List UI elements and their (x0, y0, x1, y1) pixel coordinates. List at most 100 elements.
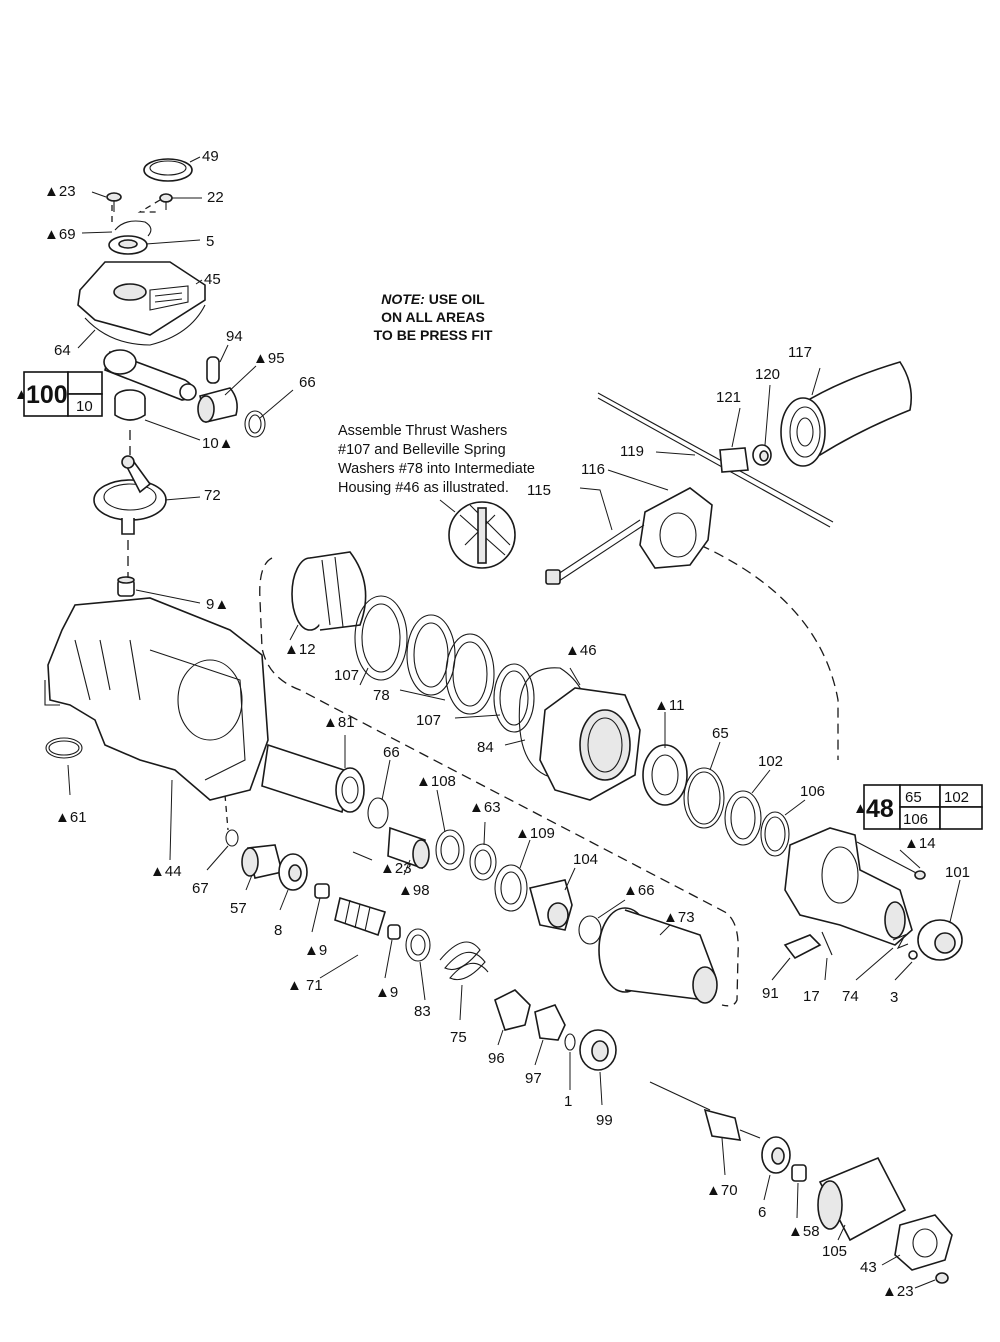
assembly-note-line1: Assemble Thrust Washers (338, 423, 508, 439)
part-104-ram (529, 879, 573, 931)
part-115-bolt (545, 519, 645, 585)
part-107-washer-b (493, 663, 535, 733)
callout-109: ▲109 (515, 825, 555, 842)
part-117-handle (780, 361, 913, 467)
part-23-screw-top (106, 192, 122, 212)
part-64-gasket (84, 304, 206, 346)
part-6-bearing (761, 1136, 791, 1174)
part-119-depth-rod (597, 392, 834, 528)
callout-107a: 107 (334, 667, 359, 684)
part-73-spindle-gear (598, 907, 718, 1004)
leader-lines (67, 156, 961, 1289)
part-70-armature (649, 1081, 761, 1141)
callout-97: 97 (525, 1070, 542, 1087)
part-8-bearing (278, 853, 308, 891)
part-116-clamp (639, 487, 713, 569)
callout-17: 17 (803, 988, 820, 1005)
part-9-bearing-mid (314, 883, 330, 899)
callout-23a: ▲23 (44, 183, 76, 200)
part-61-o-ring (45, 737, 83, 759)
callout-70: ▲70 (706, 1182, 738, 1199)
callout-5: 5 (206, 233, 214, 250)
callout-45: 45 (204, 271, 221, 288)
callout-66b: 66 (383, 744, 400, 761)
part-10-needle-bearing (114, 389, 146, 421)
callout-64: 64 (54, 342, 71, 359)
callout-57: 57 (230, 900, 247, 917)
part-46-intermediate-housing (539, 687, 641, 801)
kit-box-48: ▲ 48 65 102 106 (853, 784, 983, 830)
callout-81: ▲81 (323, 714, 355, 731)
callout-46: ▲46 (565, 642, 597, 659)
callout-43: 43 (860, 1259, 877, 1276)
part-95-piston (197, 387, 238, 423)
callout-14: ▲14 (904, 835, 936, 852)
part-78-spring-washers (406, 614, 495, 715)
kit-48-cell-65: 65 (905, 789, 922, 806)
callout-84: 84 (477, 739, 494, 756)
callout-94: 94 (226, 328, 243, 345)
callout-108: ▲108 (416, 773, 456, 790)
part-9-bearing-low (387, 924, 401, 940)
callout-98: ▲98 (398, 882, 430, 899)
callout-107b: 107 (416, 712, 441, 729)
part-66-o-ring-low (578, 915, 602, 945)
oil-note-line2: ON ALL AREAS (381, 309, 485, 325)
callout-69: ▲69 (44, 226, 76, 243)
assembly-note: Assemble Thrust Washers #107 and Bellevi… (338, 422, 548, 498)
part-98-striker (387, 826, 430, 870)
callout-116: 116 (581, 461, 605, 478)
part-109-washer (494, 864, 528, 912)
callout-105: 105 (822, 1243, 847, 1260)
part-48-front-housing (784, 827, 913, 946)
kit-100-main: 100 (26, 381, 68, 409)
part-45-gear-cover (77, 261, 206, 336)
callout-91: 91 (762, 985, 779, 1002)
oil-note-line3: TO BE PRESS FIT (373, 327, 493, 343)
callout-9b: ▲9 (304, 942, 327, 959)
part-91-shaft (783, 934, 822, 960)
callout-44: ▲44 (150, 863, 182, 880)
part-69-retaining-ring (114, 220, 152, 237)
callout-1: 1 (564, 1093, 572, 1110)
part-72-crank-gear (93, 455, 167, 535)
callout-65: 65 (712, 725, 729, 742)
kit-48-main: 48 (866, 795, 894, 823)
part-102-ring (724, 790, 762, 846)
callout-78: 78 (373, 687, 390, 704)
part-connecting-rod (103, 349, 197, 401)
part-74-spring (892, 933, 909, 950)
callout-6: 6 (758, 1204, 766, 1221)
callout-11: ▲11 (654, 697, 684, 714)
callout-12: ▲12 (284, 641, 316, 658)
callout-23b: ▲23 (380, 860, 412, 877)
oil-note: NOTE: USE OIL ON ALL AREAS TO BE PRESS F… (348, 290, 518, 344)
callout-66c: ▲66 (623, 882, 655, 899)
callout-83: 83 (414, 1003, 431, 1020)
callout-99: 99 (596, 1112, 613, 1129)
part-97-clutch (534, 1004, 566, 1041)
part-14-screw (856, 841, 926, 880)
callout-66a: 66 (299, 374, 316, 391)
callout-9c: ▲9 (375, 984, 398, 1001)
part-105-field (817, 1156, 907, 1242)
callout-117: 117 (788, 344, 812, 361)
part-63-washer (469, 843, 497, 881)
kit-48-cell-102: 102 (944, 789, 969, 806)
part-66-o-ring-top (244, 410, 266, 438)
kit-48-cell-106: 106 (903, 811, 928, 828)
oil-note-line1: NOTE: USE OIL (348, 290, 518, 308)
oil-note-prefix: NOTE: (381, 291, 425, 307)
part-17-pin (821, 931, 833, 956)
part-83-washer (405, 928, 431, 962)
part-11-bearing (642, 744, 688, 806)
part-67-ring (225, 829, 239, 847)
part-23-screw-bottom (935, 1272, 949, 1284)
part-120-nut (752, 444, 772, 466)
part-49-cap (143, 158, 193, 182)
assembly-note-line2: #107 and Belleville Spring (338, 442, 506, 458)
part-106-ring (760, 811, 790, 857)
part-101-bearing (917, 919, 963, 961)
